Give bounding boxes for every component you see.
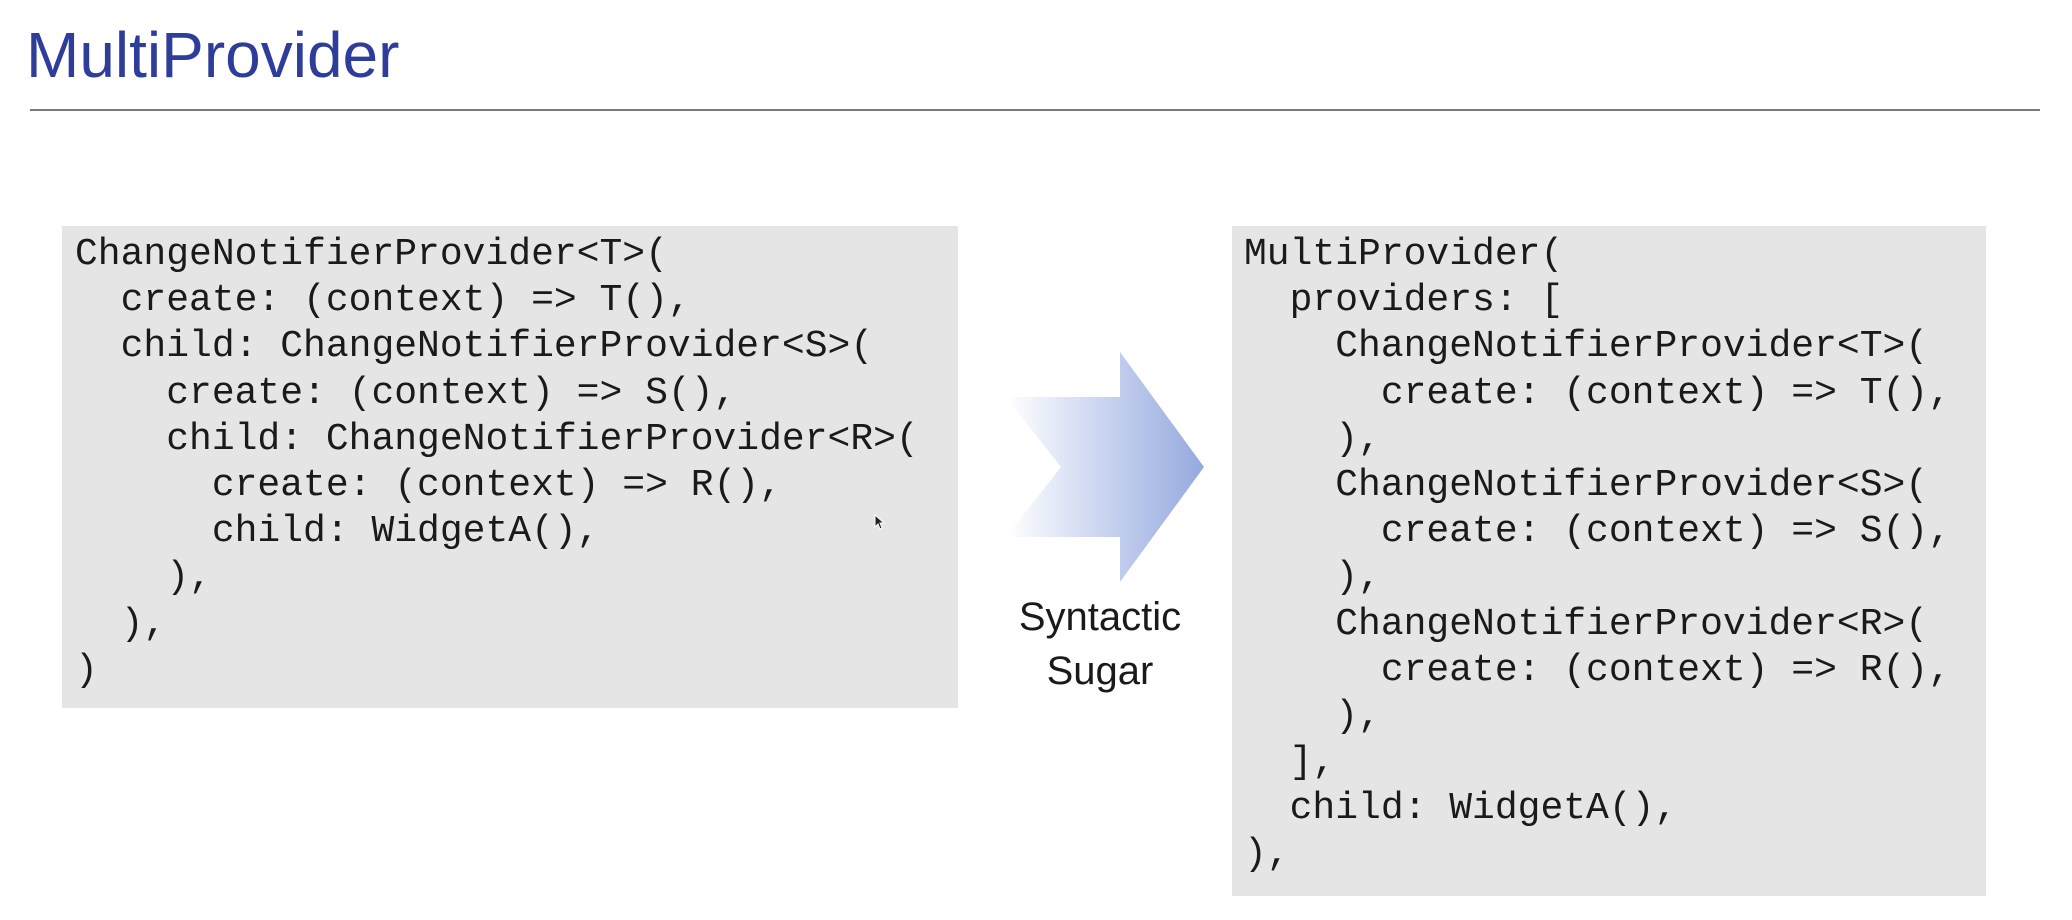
code-line: ), <box>1244 694 1381 738</box>
code-line: create: (context) => R(), <box>75 463 782 507</box>
mouse-cursor-icon <box>874 514 886 530</box>
code-line: create: (context) => T(), <box>75 279 691 323</box>
slide-title: MultiProvider <box>26 19 400 91</box>
code-line: child: WidgetA(), <box>75 510 600 554</box>
code-line: ChangeNotifierProvider<R>( <box>1244 602 1929 646</box>
code-line: child: ChangeNotifierProvider<R>( <box>75 417 919 461</box>
code-line: create: (context) => T(), <box>1244 371 1951 415</box>
caption-line: Sugar <box>1046 649 1154 693</box>
code-line: child: ChangeNotifierProvider<S>( <box>75 325 874 369</box>
code-line: ), <box>75 556 212 600</box>
code-line: ], <box>1244 741 1336 785</box>
code-line: ), <box>1244 417 1381 461</box>
nested-providers-code-block: ChangeNotifierProvider<T>( create: (cont… <box>62 226 958 708</box>
code-line: create: (context) => S(), <box>75 371 737 415</box>
code-line: ), <box>1244 833 1290 877</box>
code-line: ) <box>75 648 98 692</box>
code-line: ), <box>75 602 167 646</box>
code-line: ChangeNotifierProvider<S>( <box>1244 463 1929 507</box>
title-divider <box>30 109 2040 111</box>
code-line: ChangeNotifierProvider<T>( <box>1244 325 1929 369</box>
multiprovider-code-block: MultiProvider( providers: [ ChangeNotifi… <box>1232 226 1986 896</box>
code-line: create: (context) => S(), <box>1244 510 1951 554</box>
code-line: ), <box>1244 556 1381 600</box>
right-arrow-chevron-icon <box>1006 352 1204 582</box>
caption-line: Syntactic <box>1018 595 1182 639</box>
code-line: create: (context) => R(), <box>1244 648 1951 692</box>
code-line: child: WidgetA(), <box>1244 787 1678 831</box>
code-line: providers: [ <box>1244 279 1564 323</box>
code-line: MultiProvider( <box>1244 233 1564 276</box>
syntactic-sugar-caption: Syntactic Sugar <box>980 590 1220 698</box>
code-line: ChangeNotifierProvider<T>( <box>75 233 668 276</box>
